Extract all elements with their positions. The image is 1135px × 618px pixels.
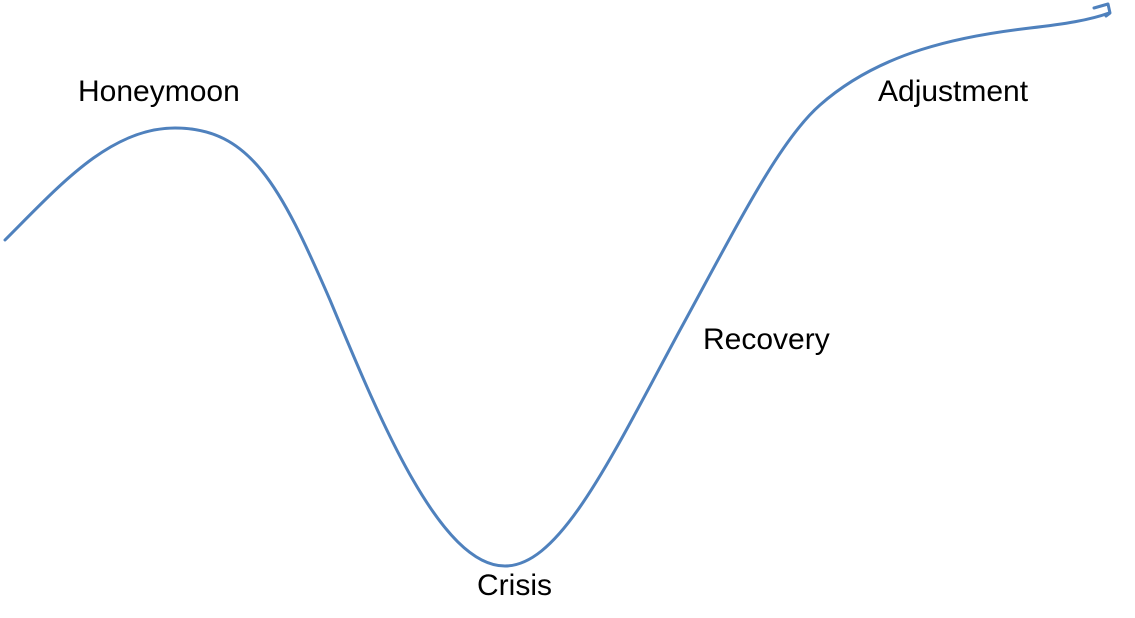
label-adjustment: Adjustment: [878, 75, 1029, 108]
label-honeymoon: Honeymoon: [78, 75, 240, 108]
label-crisis: Crisis: [477, 569, 552, 602]
label-recovery: Recovery: [703, 323, 830, 356]
adjustment-curve: [3, 11, 1111, 568]
arrowhead-icon: [1092, 2, 1112, 18]
